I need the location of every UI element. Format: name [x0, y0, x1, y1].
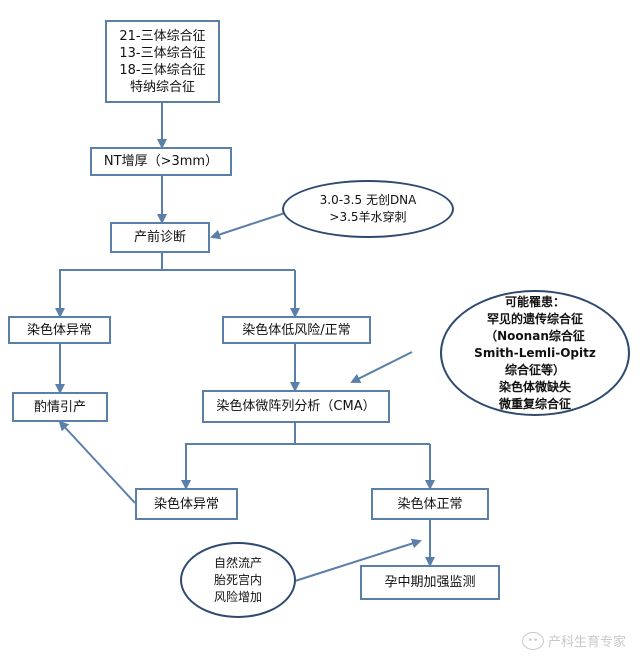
- testing-bubble: 3.0-3.5 无创DNA >3.5羊水穿刺: [282, 180, 454, 238]
- wechat-logo-icon: ••: [521, 631, 544, 650]
- monitor-box: 孕中期加强监测: [360, 565, 500, 600]
- turner-label: 特纳综合征: [129, 79, 195, 95]
- monitor-label: 孕中期加强监测: [384, 575, 476, 590]
- syndromes-line-3: （Noonan综合征: [485, 328, 585, 343]
- abnormal-left-label: 染色体异常: [26, 322, 92, 338]
- line-prenatal-branch: [55, 253, 163, 318]
- cma-label: 染色体微阵列分析（CMA）: [216, 399, 376, 414]
- syndromes-line-4: Smith-Lemli-Opitz: [474, 345, 596, 360]
- cma-box: 染色体微阵列分析（CMA）: [202, 390, 390, 423]
- watermark-text: 产科生育专家: [547, 635, 626, 650]
- risk-line-3: 风险增加: [213, 589, 262, 604]
- testing-line-2: >3.5羊水穿刺: [329, 210, 407, 224]
- normal-box: 染色体正常: [371, 488, 489, 520]
- syndromes-line-5: 综合征等）: [504, 362, 565, 377]
- arrow-syndromes-to-cma: [350, 351, 413, 383]
- risk-line-1: 自然流产: [213, 555, 262, 570]
- abnormal-right-box: 染色体异常: [135, 488, 238, 520]
- termination-label: 酌情引产: [33, 399, 86, 415]
- trisomy-13-label: 13-三体综合征: [119, 45, 206, 61]
- trisomy-list-box: 21-三体综合征 13-三体综合征 18-三体综合征 特纳综合征: [105, 20, 220, 103]
- nt-label: NT增厚（>3mm）: [103, 154, 219, 169]
- trisomy-18-label: 18-三体综合征: [119, 62, 206, 78]
- prenatal-label: 产前诊断: [133, 230, 186, 245]
- syndromes-line-6: 染色体微缺失: [498, 379, 571, 394]
- normal-label: 染色体正常: [397, 496, 463, 512]
- syndromes-line-1: 可能罹患：: [504, 294, 565, 309]
- abnormal-left-box: 染色体异常: [8, 316, 111, 344]
- low-risk-label: 染色体低风险/正常: [242, 322, 351, 338]
- nt-box: NT增厚（>3mm）: [90, 147, 232, 176]
- syndromes-bubble: 可能罹患： 罕见的遗传综合征 （Noonan综合征 Smith-Lemli-Op…: [440, 290, 630, 416]
- watermark: •• 产科生育专家: [521, 631, 626, 650]
- arrow-risk-to-monitor: [294, 538, 422, 582]
- syndromes-line-7: 微重复综合征: [498, 396, 571, 411]
- arrow-testing-to-prenatal: [210, 211, 289, 240]
- abnormal-right-label: 染色体异常: [153, 496, 219, 512]
- termination-box: 酌情引产: [12, 392, 108, 422]
- risk-line-2: 胎死宫内: [213, 572, 262, 587]
- syndromes-line-2: 罕见的遗传综合征: [486, 311, 583, 326]
- risk-bubble: 自然流产 胎死宫内 风险增加: [180, 542, 296, 618]
- arrow-abnormal-to-termination-back: [58, 420, 136, 504]
- low-risk-box: 染色体低风险/正常: [222, 316, 371, 344]
- trisomy-21-label: 21-三体综合征: [119, 28, 206, 44]
- line-cma-branch: [181, 423, 296, 490]
- prenatal-box: 产前诊断: [110, 222, 210, 253]
- testing-line-1: 3.0-3.5 无创DNA: [319, 193, 417, 207]
